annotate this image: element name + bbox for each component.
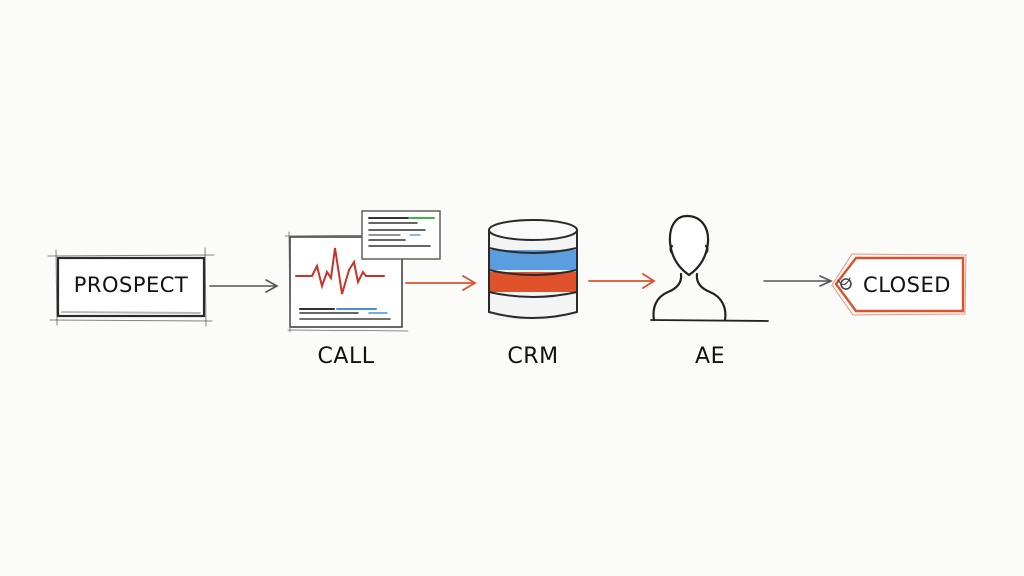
call-label: CALL (317, 344, 375, 369)
crm-label: CRM (507, 344, 559, 369)
arrow-call-to-crm (405, 275, 477, 291)
database-icon (488, 219, 578, 320)
arrow-prospect-to-call (209, 279, 279, 293)
call-recording-icon (284, 210, 441, 333)
person-icon (650, 214, 769, 322)
arrow-ae-to-closed (763, 275, 833, 287)
ae-label: AE (695, 344, 725, 369)
prospect-box (47, 247, 215, 327)
prospect-label: PROSPECT (73, 273, 189, 297)
arrow-crm-to-ae (588, 273, 656, 289)
closed-label: CLOSED (863, 273, 951, 297)
closed-tag (831, 253, 967, 316)
